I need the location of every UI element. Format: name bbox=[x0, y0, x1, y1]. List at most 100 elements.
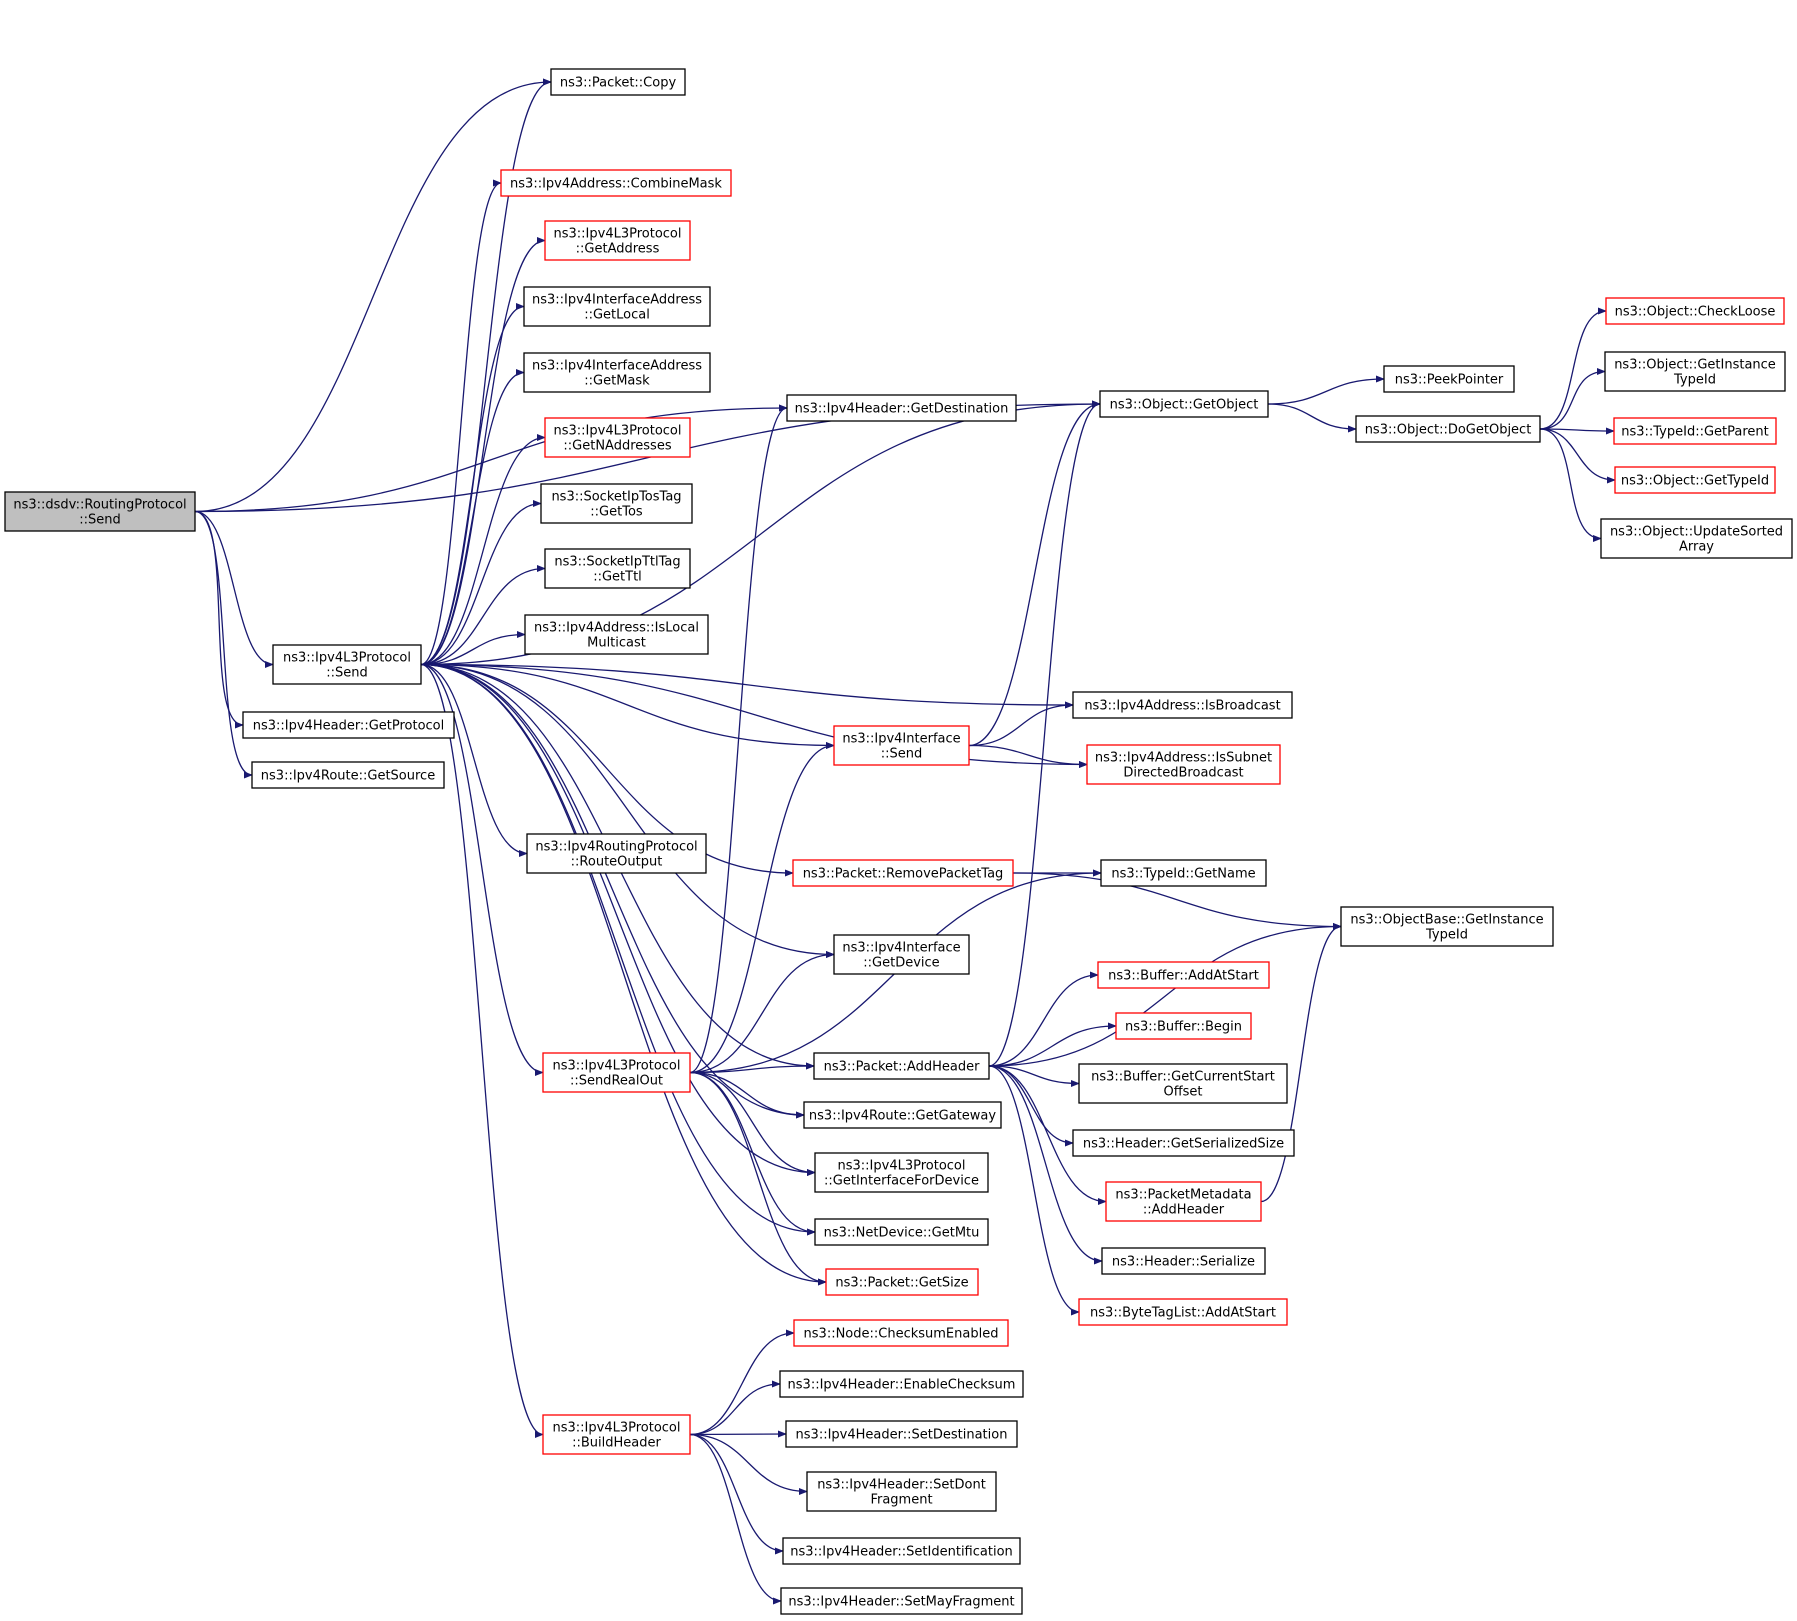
node-dogetobject[interactable]: ns3::Object::DoGetObject bbox=[1355, 415, 1541, 443]
node-label: ns3::Header::Serialize bbox=[1112, 1255, 1255, 1270]
node-label: ns3::ObjectBase::GetInstance bbox=[1350, 913, 1543, 928]
node-getaddress[interactable]: ns3::Ipv4L3Protocol::GetAddress bbox=[544, 220, 691, 261]
node-box bbox=[1613, 417, 1777, 445]
node-box bbox=[780, 1587, 1023, 1615]
edge-getobject-to-dogetobject bbox=[1267, 403, 1357, 433]
edge-sendrealout-to-getdevice bbox=[689, 950, 835, 1074]
node-setdest[interactable]: ns3::Ipv4Header::SetDestination bbox=[785, 1420, 1018, 1448]
node-label: ns3::PeekPointer bbox=[1395, 373, 1504, 388]
node-getmtu[interactable]: ns3::NetDevice::GetMtu bbox=[814, 1218, 989, 1246]
edge-l3send-to-combinemask bbox=[420, 179, 502, 666]
node-label: ns3::Ipv4Header::SetMayFragment bbox=[788, 1595, 1014, 1610]
node-label: ::Send bbox=[881, 747, 923, 762]
node-root[interactable]: ns3::dsdv::RoutingProtocol::Send bbox=[4, 491, 196, 532]
node-box bbox=[786, 394, 1017, 422]
node-getproto[interactable]: ns3::Ipv4Header::GetProtocol bbox=[242, 711, 455, 739]
node-getsource[interactable]: ns3::Ipv4Route::GetSource bbox=[251, 761, 445, 789]
node-routeoutput[interactable]: ns3::Ipv4RoutingProtocol::RouteOutput bbox=[526, 833, 707, 874]
node-sendrealout[interactable]: ns3::Ipv4L3Protocol::SendRealOut bbox=[542, 1052, 691, 1093]
edge-removetag-to-obgetinst bbox=[1012, 872, 1342, 931]
node-getttl[interactable]: ns3::SocketIpTtlTag::GetTtl bbox=[544, 548, 691, 589]
edge-root-to-getproto bbox=[194, 510, 244, 729]
node-gettos[interactable]: ns3::SocketIpTosTag::GetTos bbox=[540, 483, 693, 524]
node-box bbox=[806, 1471, 997, 1512]
node-enablecs[interactable]: ns3::Ipv4Header::EnableChecksum bbox=[779, 1370, 1024, 1398]
node-box bbox=[833, 934, 970, 975]
node-label: ns3::Packet::Copy bbox=[560, 76, 677, 91]
node-box bbox=[1097, 961, 1270, 989]
edge-buildheader-to-setmayfrag bbox=[689, 1433, 782, 1605]
edge-ifsend-to-issubnet bbox=[968, 744, 1088, 769]
node-label: ns3::Ipv4Header::GetDestination bbox=[795, 402, 1009, 417]
edge-getobject-to-peekpointer bbox=[1267, 375, 1385, 405]
node-addatstart[interactable]: ns3::Buffer::AddAtStart bbox=[1097, 961, 1270, 989]
node-pmaddheader[interactable]: ns3::PacketMetadata::AddHeader bbox=[1105, 1181, 1262, 1222]
node-box bbox=[814, 1218, 989, 1246]
node-buildheader[interactable]: ns3::Ipv4L3Protocol::BuildHeader bbox=[542, 1414, 691, 1455]
node-isbcast[interactable]: ns3::Ipv4Address::IsBroadcast bbox=[1072, 691, 1293, 719]
node-getgateway[interactable]: ns3::Ipv4Route::GetGateway bbox=[803, 1101, 1002, 1129]
edge-buildheader-to-setdontfrag bbox=[689, 1433, 808, 1496]
node-serialize[interactable]: ns3::Header::Serialize bbox=[1101, 1247, 1266, 1275]
node-getparent[interactable]: ns3::TypeId::GetParent bbox=[1613, 417, 1777, 445]
node-removetag[interactable]: ns3::Packet::RemovePacketTag bbox=[792, 859, 1014, 887]
node-getlocal[interactable]: ns3::Ipv4InterfaceAddress::GetLocal bbox=[523, 286, 711, 327]
node-l3send[interactable]: ns3::Ipv4L3Protocol::Send bbox=[272, 644, 422, 685]
node-layer: ns3::dsdv::RoutingProtocol::Sendns3::Ipv… bbox=[4, 68, 1793, 1615]
node-box bbox=[814, 1152, 989, 1193]
edge-l3send-to-getlocal bbox=[420, 302, 525, 666]
node-combinemask[interactable]: ns3::Ipv4Address::CombineMask bbox=[500, 169, 732, 197]
node-btladdatstart[interactable]: ns3::ByteTagList::AddAtStart bbox=[1078, 1298, 1288, 1326]
node-setident[interactable]: ns3::Ipv4Header::SetIdentification bbox=[782, 1537, 1021, 1565]
node-box bbox=[1078, 1298, 1288, 1326]
node-box bbox=[1078, 1063, 1288, 1104]
node-peekpointer[interactable]: ns3::PeekPointer bbox=[1383, 365, 1515, 393]
edge-addheader-to-getcurstart bbox=[988, 1065, 1080, 1088]
node-addheader[interactable]: ns3::Packet::AddHeader bbox=[813, 1052, 990, 1080]
node-begin[interactable]: ns3::Buffer::Begin bbox=[1115, 1012, 1252, 1040]
node-checkloose[interactable]: ns3::Object::CheckLoose bbox=[1605, 297, 1785, 325]
node-getdest[interactable]: ns3::Ipv4Header::GetDestination bbox=[786, 394, 1017, 422]
edge-l3send-to-islocalmc bbox=[420, 630, 526, 666]
edge-addheader-to-serialize bbox=[988, 1065, 1103, 1265]
node-box bbox=[793, 1319, 1009, 1347]
node-getdevice[interactable]: ns3::Ipv4Interface::GetDevice bbox=[833, 934, 970, 975]
node-getname[interactable]: ns3::TypeId::GetName bbox=[1100, 859, 1267, 887]
node-ifsend[interactable]: ns3::Ipv4Interface::Send bbox=[833, 725, 970, 766]
edge-buildheader-to-enablecs bbox=[689, 1380, 781, 1436]
edge-l3send-to-getmask bbox=[420, 368, 525, 666]
edge-sendrealout-to-getdest bbox=[689, 404, 788, 1074]
node-copy[interactable]: ns3::Packet::Copy bbox=[550, 68, 686, 96]
node-gettypeid[interactable]: ns3::Object::GetTypeId bbox=[1614, 466, 1776, 494]
node-box bbox=[251, 761, 445, 789]
node-box bbox=[1355, 415, 1541, 443]
node-getobject[interactable]: ns3::Object::GetObject bbox=[1099, 390, 1269, 418]
node-getiffordev[interactable]: ns3::Ipv4L3Protocol::GetInterfaceForDevi… bbox=[814, 1152, 989, 1193]
node-label: DirectedBroadcast bbox=[1123, 766, 1243, 781]
edge-ifsend-to-isbcast bbox=[968, 701, 1074, 747]
node-label: ::SendRealOut bbox=[570, 1074, 663, 1089]
node-getsersize[interactable]: ns3::Header::GetSerializedSize bbox=[1072, 1129, 1295, 1157]
node-box bbox=[523, 286, 711, 327]
edge-root-to-getdest bbox=[194, 404, 788, 513]
node-getnaddr[interactable]: ns3::Ipv4L3Protocol::GetNAddresses bbox=[544, 417, 691, 458]
edge-root-to-copy bbox=[194, 78, 552, 513]
edge-addheader-to-obgetinst bbox=[988, 922, 1342, 1067]
node-box bbox=[544, 220, 691, 261]
node-getsize[interactable]: ns3::Packet::GetSize bbox=[825, 1268, 979, 1296]
node-issubnet[interactable]: ns3::Ipv4Address::IsSubnetDirectedBroadc… bbox=[1086, 744, 1281, 785]
node-label: ns3::Object::CheckLoose bbox=[1615, 305, 1776, 320]
node-getmask[interactable]: ns3::Ipv4InterfaceAddress::GetMask bbox=[523, 352, 711, 393]
node-checksum[interactable]: ns3::Node::ChecksumEnabled bbox=[793, 1319, 1009, 1347]
node-label: ns3::Ipv4L3Protocol bbox=[553, 1059, 681, 1074]
node-box bbox=[500, 169, 732, 197]
node-label: ns3::ByteTagList::AddAtStart bbox=[1090, 1306, 1276, 1321]
node-setmayfrag[interactable]: ns3::Ipv4Header::SetMayFragment bbox=[780, 1587, 1023, 1615]
